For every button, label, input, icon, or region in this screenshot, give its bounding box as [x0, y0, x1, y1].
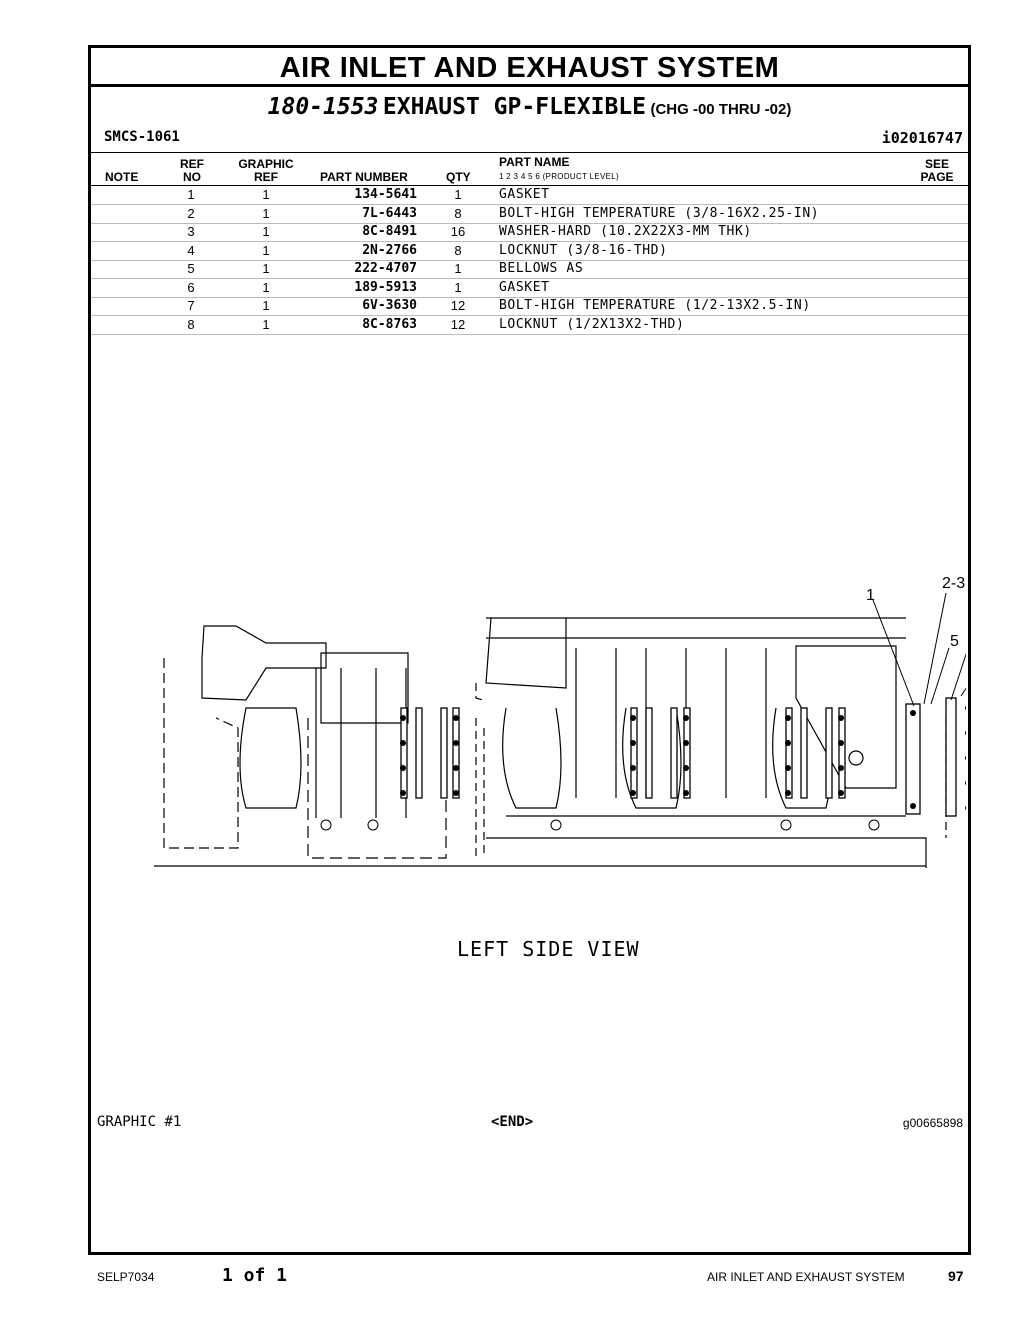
table-row: 2 1 7L-6443 8 BOLT-HIGH TEMPERATURE (3/8-16X…	[91, 205, 968, 224]
col-ref-no: REF NO	[177, 158, 207, 184]
col-see-page-line2: PAGE	[920, 170, 954, 184]
qty-cell: 1	[454, 279, 462, 295]
section-title: AIR INLET AND EXHAUST SYSTEM	[279, 52, 780, 84]
col-qty: QTY	[446, 170, 471, 184]
table-row: 3 1 8C-8491 16 WASHER-HARD (10.2X22X3-MM THK…	[91, 223, 968, 242]
ref-no-cell: 3	[187, 224, 195, 239]
part-name-cell: LOCKNUT (3/8-16-THD)	[499, 242, 668, 258]
part-number-cell: 189-5913	[354, 279, 417, 295]
col-graphic-ref: GRAPHIC REF	[233, 158, 299, 184]
col-ref-no-line2: NO	[183, 170, 201, 184]
qty-cell: 8	[454, 205, 462, 221]
part-number-cell: 222-4707	[354, 261, 417, 276]
qty-cell: 8	[454, 242, 462, 258]
table-row: 5 1 222-4707 1 BELLOWS AS	[91, 260, 968, 279]
page-frame: AIR INLET AND EXHAUST SYSTEM 180-1553 EX…	[88, 45, 971, 1255]
graphic-label: GRAPHIC #1	[97, 1114, 182, 1130]
part-name-cell: GASKET	[499, 187, 550, 202]
part-number-cell: 8C-8491	[362, 224, 417, 239]
ref-no-cell: 8	[187, 316, 195, 332]
col-product-levels: 1 2 3 4 5 6 (PRODUCT LEVEL)	[499, 172, 619, 181]
part-number-cell: 8C-8763	[362, 316, 417, 332]
col-note: NOTE	[105, 170, 139, 184]
qty-cell: 1	[454, 187, 462, 202]
graphic-ref-cell: 1	[262, 224, 270, 239]
publication-number: SELP7034	[97, 1270, 155, 1284]
callout-1: 1	[866, 587, 875, 604]
table-row: 7 1 6V-3630 12 BOLT-HIGH TEMPERATURE (1/2-13…	[91, 297, 968, 316]
graphic-ref-cell: 1	[262, 242, 270, 258]
part-name-cell: BOLT-HIGH TEMPERATURE (3/8-16X2.25-IN)	[499, 205, 820, 221]
table-top-rule	[91, 152, 968, 153]
group-name: EXHAUST GP-FLEXIBLE	[382, 94, 647, 120]
part-number-cell: 134-5641	[354, 187, 417, 202]
ref-no-cell: 2	[187, 205, 195, 221]
part-name-cell: BOLT-HIGH TEMPERATURE (1/2-13X2.5-IN)	[499, 298, 811, 313]
ref-no-cell: 6	[187, 279, 195, 295]
end-marker: <END>	[491, 1114, 534, 1130]
footer-section: AIR INLET AND EXHAUST SYSTEM	[707, 1270, 905, 1284]
callout-leader-7-8	[960, 687, 966, 697]
smcs-code: SMCS-1061	[104, 129, 180, 145]
qty-cell: 1	[454, 261, 462, 276]
graphic-ref-cell: 1	[262, 261, 270, 276]
header-bottom-rule	[91, 185, 968, 186]
callout-5: 5	[950, 633, 959, 650]
table-row: 6 1 189-5913 1 GASKET	[91, 279, 968, 298]
graphic-ref-cell: 1	[262, 279, 270, 295]
graphic-ref-cell: 1	[262, 298, 270, 313]
view-label: LEFT SIDE VIEW	[457, 937, 640, 961]
callout-2-3-4: 2-3-4	[942, 575, 966, 592]
part-number-cell: 6V-3630	[362, 298, 417, 313]
page-of-count: 1 of 1	[222, 1265, 288, 1286]
part-name-cell: LOCKNUT (1/2X13X2-THD)	[499, 316, 685, 332]
col-ref-no-line1: REF	[180, 157, 204, 171]
document-id: i02016747	[881, 129, 963, 147]
part-name-cell: GASKET	[499, 279, 550, 295]
part-number-cell: 7L-6443	[362, 205, 417, 221]
callout-leader-6	[950, 652, 966, 701]
graphic-ref-cell: 1	[262, 316, 270, 332]
callout-leader-2-3-4	[923, 592, 947, 705]
ref-no-cell: 4	[187, 242, 195, 258]
qty-cell: 12	[450, 316, 466, 332]
part-name-cell: WASHER-HARD (10.2X22X3-MM THK)	[499, 224, 752, 239]
callout-leader-1	[872, 599, 915, 707]
table-row: 8 1 8C-8763 12 LOCKNUT (1/2X13X2-THD)	[91, 316, 968, 335]
part-number-cell: 2N-2766	[362, 242, 417, 258]
page-number: 97	[948, 1268, 964, 1284]
exhaust-diagram: 1 2-3-4 6 5 7-8	[154, 575, 966, 868]
col-graphic-ref-line1: GRAPHIC	[238, 157, 294, 171]
callout-leader-5	[930, 647, 950, 705]
qty-cell: 12	[450, 298, 466, 313]
col-part-name: PART NAME	[499, 155, 570, 169]
col-graphic-ref-line2: REF	[254, 170, 278, 184]
part-name-cell: BELLOWS AS	[499, 261, 584, 276]
group-number: 180-1553	[267, 94, 379, 120]
col-part-number: PART NUMBER	[320, 170, 408, 184]
table-row: 4 1 2N-2766 8 LOCKNUT (3/8-16-THD)	[91, 242, 968, 261]
ref-no-cell: 5	[187, 261, 195, 276]
graphic-ref-cell: 1	[262, 187, 270, 202]
ref-no-cell: 7	[187, 298, 195, 313]
ref-no-cell: 1	[187, 187, 195, 202]
col-see-page-line1: SEE	[924, 157, 949, 171]
graphic-ref-cell: 1	[262, 205, 270, 221]
table-row: 1 1 134-5641 1 GASKET	[91, 186, 968, 205]
change-range: (CHG -00 THRU -02)	[650, 101, 792, 118]
title-divider	[91, 84, 968, 87]
group-heading: 180-1553 EXHAUST GP-FLEXIBLE (CHG -00 TH…	[91, 94, 968, 120]
col-see-page: SEE PAGE	[917, 158, 957, 184]
qty-cell: 16	[450, 224, 466, 239]
graphic-id: g00665898	[902, 1116, 963, 1130]
